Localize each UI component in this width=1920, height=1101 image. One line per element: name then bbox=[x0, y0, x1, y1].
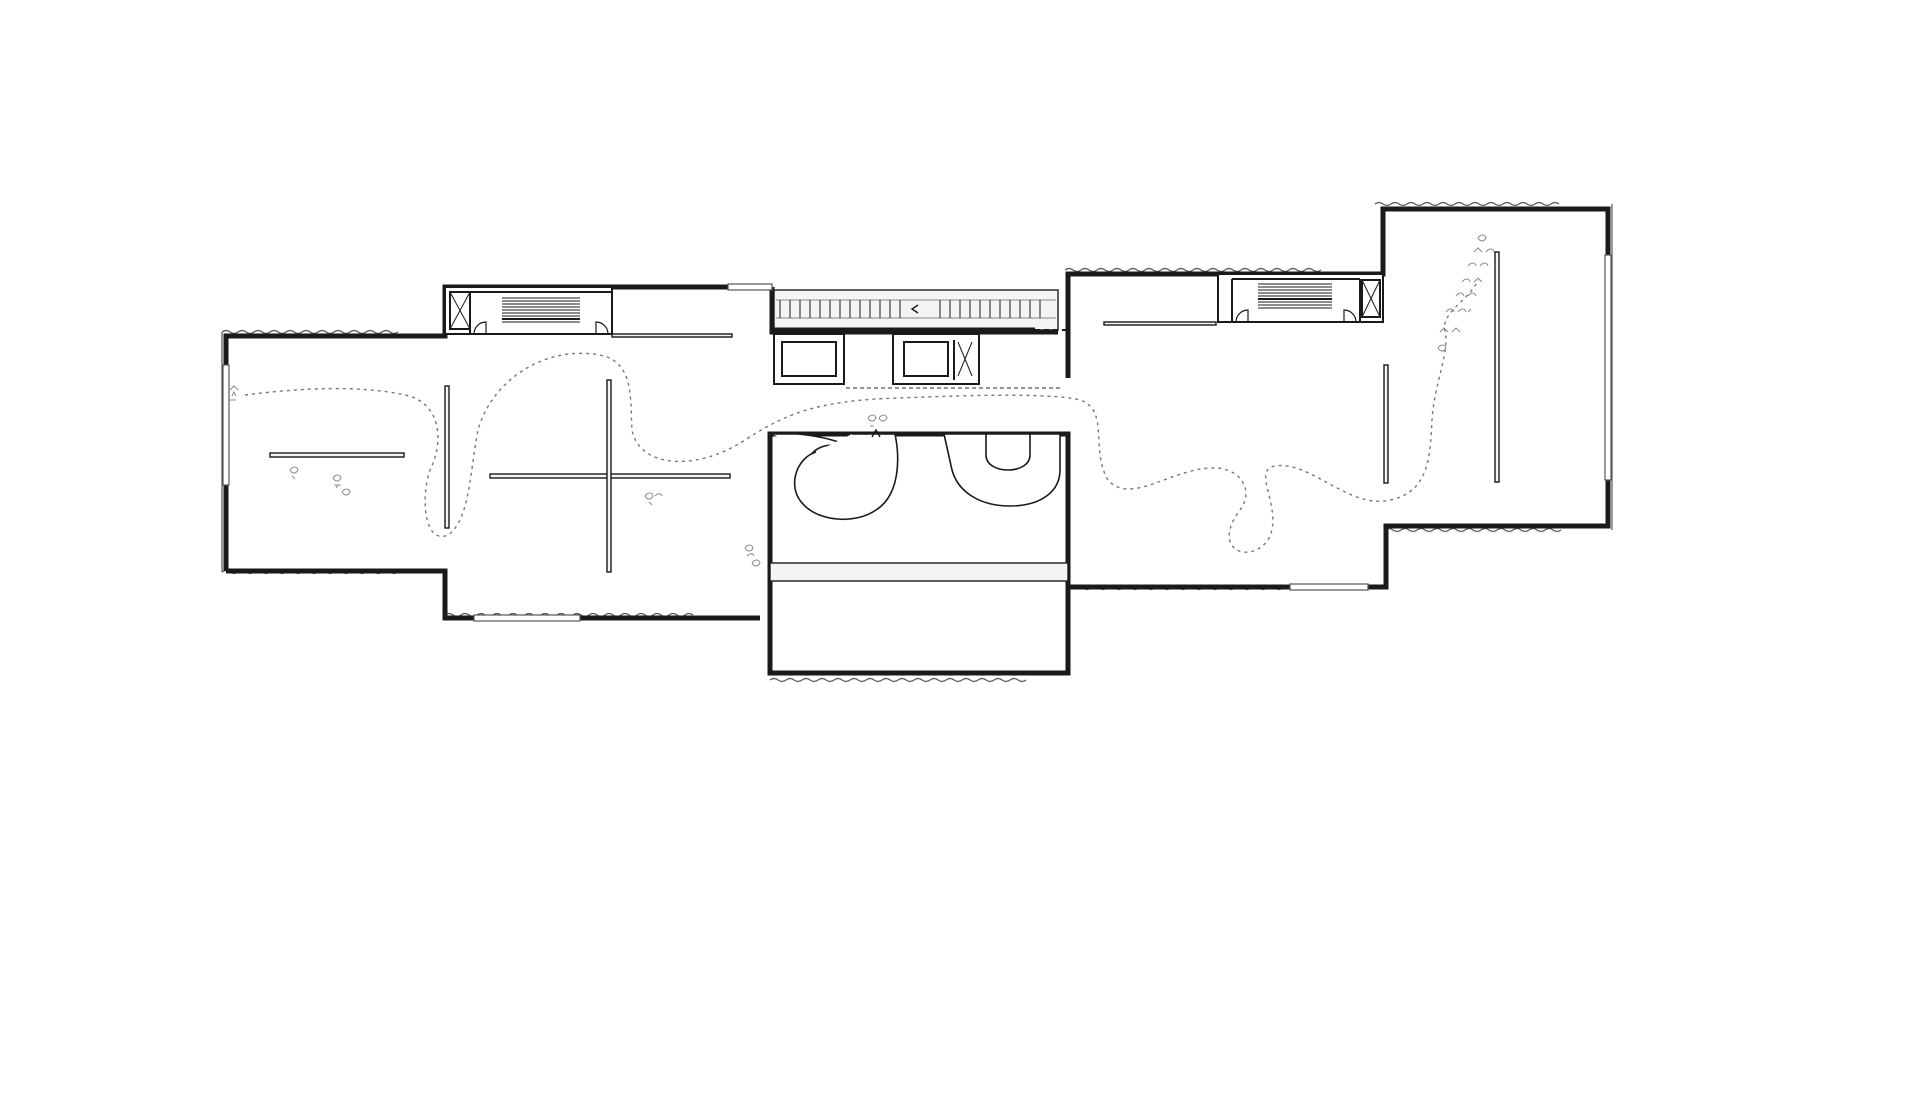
person-figure-icon bbox=[644, 492, 663, 506]
spiral-ramps bbox=[769, 433, 1069, 582]
stair-treads-right bbox=[1258, 283, 1332, 309]
exhibition-partitions bbox=[269, 251, 1500, 573]
window-north-center bbox=[727, 283, 773, 291]
person-figure-icon bbox=[289, 466, 299, 480]
ramp-direction-arrow bbox=[910, 304, 919, 314]
person-figure-icon bbox=[1445, 308, 1472, 313]
person-figure-icon bbox=[867, 414, 888, 427]
window-west bbox=[222, 364, 230, 486]
site-edge-lines bbox=[221, 201, 1613, 683]
partition-east-inner bbox=[1383, 364, 1389, 484]
person-figure-icon bbox=[1477, 234, 1487, 242]
center-core bbox=[772, 289, 1068, 389]
ramp-ticks bbox=[779, 300, 1041, 318]
partition-west-horizontal bbox=[269, 452, 405, 458]
visitor-circulation-path bbox=[244, 279, 1479, 553]
person-figure-icon bbox=[744, 544, 755, 557]
ramp-landing-band bbox=[769, 562, 1069, 582]
partition-north-left bbox=[611, 333, 733, 338]
partition-west-vertical bbox=[444, 385, 450, 529]
window-east bbox=[1604, 254, 1612, 481]
stair-core-left bbox=[444, 286, 613, 335]
windows bbox=[222, 254, 1612, 622]
window-south-right bbox=[1289, 583, 1369, 591]
person-figure-icon bbox=[1461, 277, 1483, 283]
partition-north-right bbox=[1103, 321, 1217, 326]
stair-core-right bbox=[1217, 273, 1384, 323]
person-figure-icon bbox=[341, 488, 351, 496]
window-south-left bbox=[473, 614, 581, 622]
person-figure-icon bbox=[1455, 292, 1477, 297]
person-figure-icon bbox=[228, 385, 239, 401]
person-figure-icon bbox=[1439, 327, 1461, 333]
person-figure-icon bbox=[751, 559, 761, 567]
partition-cross-vertical bbox=[606, 379, 612, 573]
entry-arrow-icon bbox=[871, 428, 881, 438]
stair-treads-left bbox=[502, 297, 580, 323]
exterior-walls bbox=[223, 206, 1611, 676]
person-figure-icon bbox=[332, 474, 342, 489]
person-figure-icon bbox=[1437, 344, 1447, 352]
person-figure-icon bbox=[1467, 262, 1489, 267]
visitor-figures bbox=[228, 234, 1495, 567]
partition-east-outer bbox=[1494, 251, 1500, 483]
person-figure-icon bbox=[1473, 247, 1495, 253]
corridor-hatch bbox=[776, 299, 1056, 319]
